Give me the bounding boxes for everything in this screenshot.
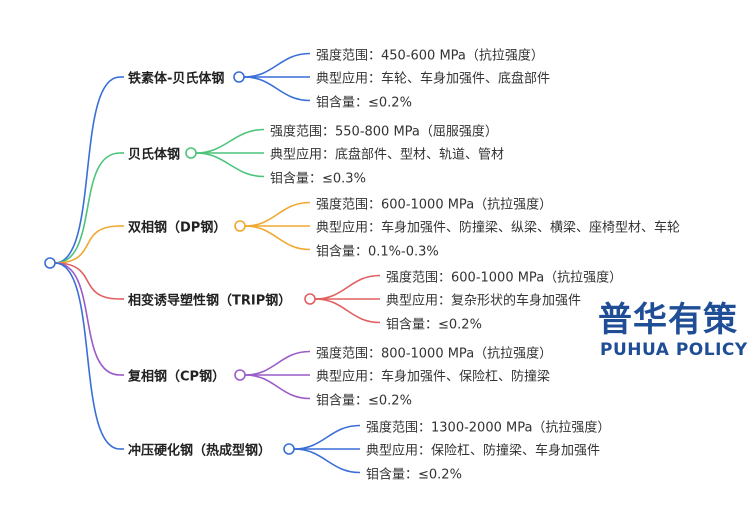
root-link	[54, 225, 121, 264]
leaf-link	[244, 350, 311, 376]
leaf-link	[244, 201, 311, 227]
collapse-toggle-circle[interactable]	[185, 147, 197, 159]
leaf-link	[195, 128, 265, 154]
leaf-node: 钼含量：≤0.2%	[316, 95, 412, 110]
leaf-node: 强度范围：600-1000 MPa（抗拉强度）	[316, 197, 553, 212]
leaf-node: 钼含量：≤0.2%	[366, 467, 462, 482]
leaf-node: 钼含量：≤0.2%	[386, 317, 482, 332]
collapse-toggle-circle[interactable]	[234, 369, 246, 381]
leaf-node: 典型应用：复杂形状的车身加强件	[386, 293, 582, 309]
leaf-node: 典型应用：底盘部件、型材、轨道、管材	[270, 147, 505, 163]
branch-node-label[interactable]: 冲压硬化钢（热成型钢）	[128, 443, 272, 459]
branch-node-label[interactable]: 复相钢（CP钢）	[128, 369, 226, 385]
watermark-english: PUHUA POLICY	[600, 340, 748, 360]
root-link	[54, 262, 121, 450]
root-node-circle[interactable]	[44, 257, 56, 269]
root-link	[54, 262, 121, 300]
watermark-chinese: 普华有策	[598, 300, 738, 340]
leaf-node: 强度范围：1300-2000 MPa（抗拉强度）	[366, 420, 611, 435]
leaf-node: 强度范围：800-1000 MPa（抗拉强度）	[316, 346, 553, 361]
leaf-link	[314, 298, 381, 324]
leaf-node: 典型应用：车身加强件、保险杠、防撞梁	[316, 369, 551, 385]
branch-node-label[interactable]: 相变诱导塑性钢（TRIP钢）	[128, 293, 292, 309]
leaf-link	[243, 76, 311, 102]
leaf-node: 钼含量：0.1%-0.3%	[316, 244, 439, 259]
root-link	[54, 76, 121, 264]
leaf-node: 典型应用：车轮、车身加强件、底盘部件	[316, 71, 551, 87]
leaf-node: 强度范围：600-1000 MPa（抗拉强度）	[386, 270, 623, 285]
branch-node-label[interactable]: 铁素体-贝氏体钢	[128, 71, 225, 87]
leaf-node: 典型应用：车身加强件、防撞梁、纵梁、横梁、座椅型材、车轮	[316, 220, 681, 236]
collapse-toggle-circle[interactable]	[233, 71, 245, 83]
branch-node-label[interactable]: 双相钢（DP钢）	[128, 220, 227, 236]
leaf-node: 典型应用：保险杠、防撞梁、车身加强件	[366, 443, 601, 459]
leaf-link	[195, 152, 265, 178]
root-link	[54, 152, 121, 264]
collapse-toggle-circle[interactable]	[234, 220, 246, 232]
leaf-node: 强度范围：550-800 MPa（屈服强度）	[270, 124, 498, 139]
leaf-link	[244, 374, 311, 400]
leaf-link	[293, 424, 361, 450]
leaf-link	[243, 52, 311, 78]
branch-node-label[interactable]: 贝氏体钢	[128, 147, 181, 163]
leaf-node: 钼含量：≤0.3%	[270, 171, 366, 186]
leaf-node: 强度范围：450-600 MPa（抗拉强度）	[316, 48, 544, 63]
leaf-node: 钼含量：≤0.2%	[316, 393, 412, 408]
collapse-toggle-circle[interactable]	[304, 293, 316, 305]
root-link	[54, 262, 121, 376]
collapse-toggle-circle[interactable]	[283, 443, 295, 455]
leaf-link	[244, 225, 311, 251]
leaf-link	[293, 448, 361, 474]
leaf-link	[314, 274, 381, 300]
